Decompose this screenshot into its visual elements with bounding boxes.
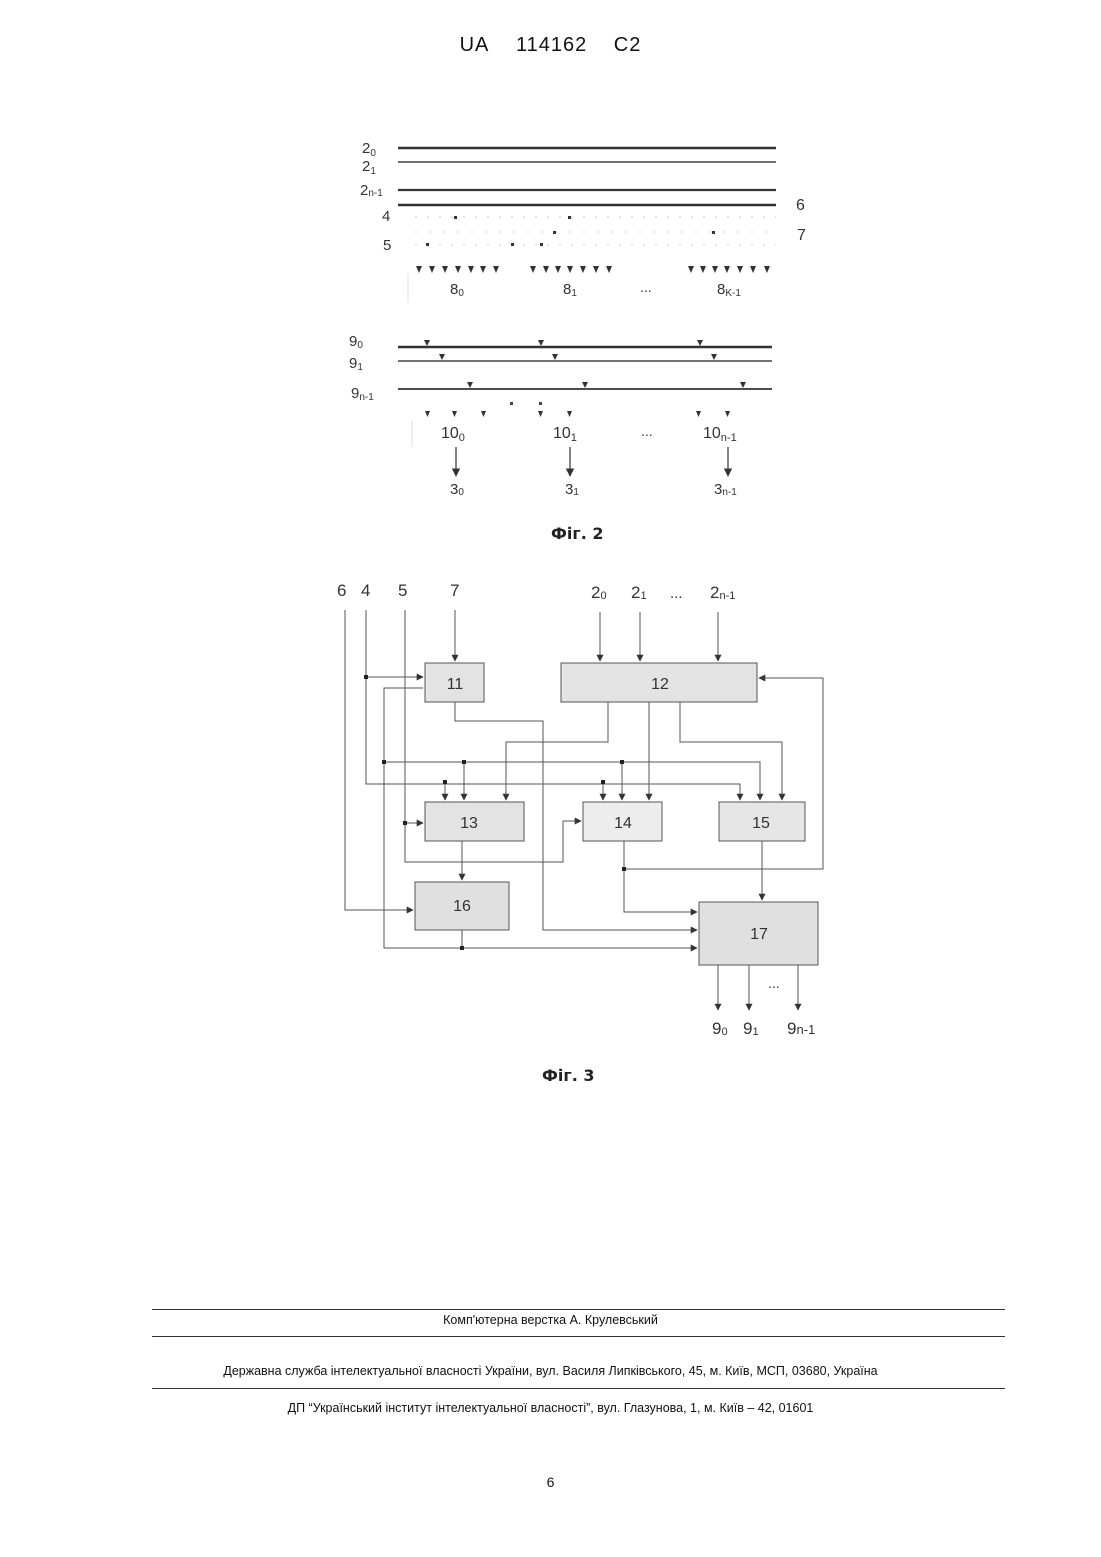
output-3-1: 31 [565,481,579,498]
bus-label-2-1: 21 [362,158,376,177]
line-label-6: 6 [796,197,805,214]
bus-label-9-1: 91 [349,355,363,373]
footer-layout-credit: Комп'ютерна верстка А. Крулевський [0,1313,1101,1327]
dots-fig2-mid [510,402,542,405]
block-11-label: 11 [447,676,464,693]
bus-label-2-0: 20 [362,140,376,159]
output-label-9-1: 91 [743,1019,759,1038]
connection-dots-fig2-top [426,216,715,246]
block-12-label: 12 [651,676,669,693]
block-10-n-1: 10n-1 [703,425,737,444]
input-label-4: 4 [361,581,370,600]
input-label-2-0: 20 [591,583,607,602]
block-16-label: 16 [453,898,471,915]
input-label-6: 6 [337,581,346,600]
block-15-label: 15 [752,815,770,832]
footer-rule-1 [152,1309,1005,1310]
bus-label-9-0: 90 [349,333,363,351]
output-label-9-n-1: 9n-1 [787,1019,815,1038]
output-label-9-0: 90 [712,1019,728,1038]
block-17-label: 17 [750,926,768,943]
figure-3: 6 4 5 7 20 21 ... 2n-1 11 12 13 14 15 16… [337,581,823,1085]
arrowheads-blocks-10 [425,411,730,417]
block-13-label: 13 [460,815,478,832]
input-label-2-1: 21 [631,583,647,602]
line-label-5: 5 [383,237,391,254]
bus-label-2-n-1: 2n-1 [360,182,383,199]
footer-institute: ДП “Український інститут інтелектуальної… [0,1401,1101,1415]
block-8-k-1: 8K-1 [717,281,741,299]
line-label-4: 4 [382,208,390,225]
block-8-1: 81 [563,281,577,299]
input-ellipsis: ... [670,585,683,602]
block-10-1: 101 [553,425,577,444]
bus-label-9-n-1: 9n-1 [351,385,374,403]
footer-rule-3 [152,1388,1005,1389]
ellipsis-10: ... [641,423,653,439]
footer-agency: Державна служба інтелектуальної власност… [0,1364,1101,1378]
input-label-2-n-1: 2n-1 [710,583,735,602]
ellipsis-8: ... [640,279,652,295]
page-number: 6 [0,1474,1101,1490]
block-10-0: 100 [441,425,465,444]
arrowheads-blocks-8 [416,266,770,273]
figure-3-caption: Фіг. 3 [542,1066,595,1085]
line-label-7: 7 [797,227,806,244]
output-3-0: 30 [450,481,464,498]
block-8-0: 80 [450,281,464,299]
block-14-label: 14 [614,815,632,832]
footer-rule-2 [152,1336,1005,1337]
input-label-7: 7 [450,581,459,600]
input-label-5: 5 [398,581,407,600]
figure-2: 20 21 2n-1 6 7 4 5 [349,140,806,543]
figure-2-caption: Фіг. 2 [551,524,604,543]
output-ellipsis: ... [768,975,780,991]
output-3-n-1: 3n-1 [714,481,737,498]
